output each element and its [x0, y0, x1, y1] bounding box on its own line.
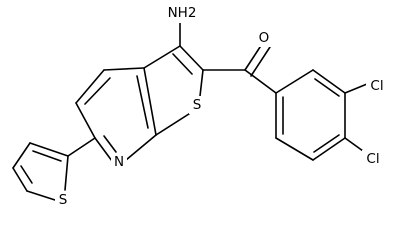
- chlorine-meta-label: Cl: [370, 78, 383, 94]
- thienopyridine-core: [75, 20, 204, 162]
- bond-c5-c6: [75, 102, 96, 139]
- bond-ar1-ar2: [275, 69, 314, 94]
- bond-c3-c2-inner: [172, 53, 193, 75]
- carbonyl-group: [202, 40, 277, 94]
- bond-s1-c7a: [155, 111, 193, 136]
- bond-n7-c7a: [125, 134, 157, 161]
- bond-c2-s1: [199, 69, 204, 97]
- bond-ar4-ar5-inner: [313, 134, 340, 153]
- bond-carbonyl-aryl: [244, 69, 277, 94]
- bond-c6-n7-inner: [103, 135, 117, 153]
- bond-th-c2-s: [64, 155, 69, 191]
- molecule-structure: NH2 O S N S Cl Cl: [12, 4, 390, 209]
- bond-ar2-ar3-inner: [314, 78, 340, 97]
- bond-th-c3-c2: [29, 142, 69, 157]
- atom-labels: NH2 O S N S Cl Cl: [55, 4, 390, 209]
- bond-c4-c5-inner: [84, 77, 111, 105]
- bond-ar5-ar6: [275, 137, 314, 161]
- bond-c6-thienyl: [67, 137, 96, 157]
- bond-carbonyl-o-double: [250, 46, 271, 77]
- ring-sulfur-label: S: [193, 97, 202, 113]
- bond-th-s-c5: [26, 190, 56, 201]
- pyridine-nitrogen-label: N: [114, 154, 124, 170]
- bond-c7a-c3a-inner: [136, 75, 149, 129]
- carbonyl-oxygen-label: O: [259, 30, 270, 46]
- bond-c7a-c3a: [143, 67, 157, 136]
- thiophene-sulfur-label: S: [59, 192, 68, 208]
- bond-c4-c5: [75, 69, 105, 104]
- dichlorophenyl-ring: [275, 69, 368, 161]
- bond-th-c5-c4: [12, 167, 28, 192]
- chlorine-para-label: Cl: [366, 151, 379, 167]
- thiophene-substituent: [12, 137, 96, 201]
- bond-th-c5-c4-inner: [20, 165, 33, 184]
- bond-c3a-c4: [103, 67, 145, 71]
- bond-th-c3-c2-inner: [32, 150, 62, 162]
- bond-c6-n7: [94, 137, 113, 162]
- bond-c3-c2: [179, 45, 204, 71]
- bond-ar4-cl: [344, 137, 364, 152]
- bond-ar2-ar3: [312, 69, 346, 94]
- bond-ar3-cl: [344, 83, 368, 94]
- bond-c3a-c3: [143, 45, 181, 69]
- bond-ar4-ar5: [312, 137, 346, 161]
- amino-group-label: NH2: [168, 5, 197, 21]
- bond-th-c4-c3: [12, 142, 31, 169]
